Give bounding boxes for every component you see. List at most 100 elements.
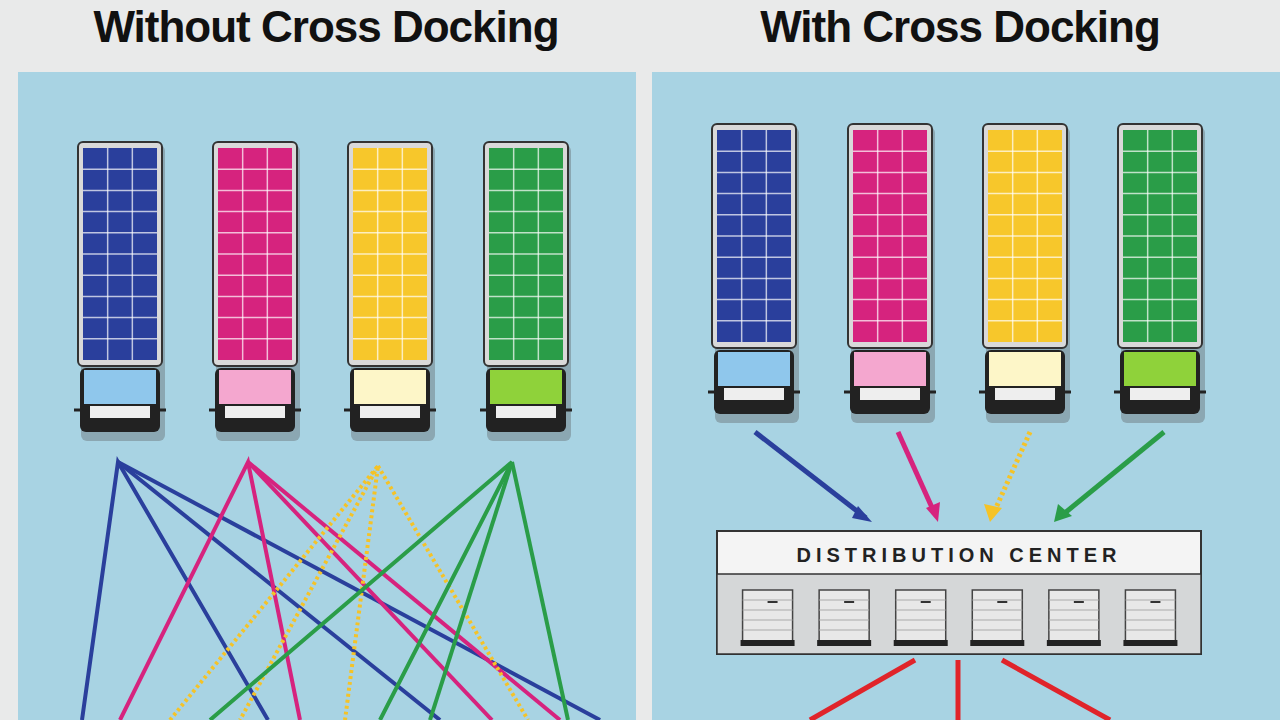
cargo-grid [353,296,427,298]
windshield [90,406,150,418]
trailer-cargo [83,148,157,360]
door-slat [972,620,1022,621]
cargo-grid [988,299,1062,301]
dock-bumper [1047,640,1101,646]
trucks [74,124,1206,441]
cargo-grid [83,232,157,234]
door-slat [972,610,1022,611]
door-slat [972,630,1022,631]
door-slat [972,600,1022,601]
cargo-grid [218,274,292,276]
door-slat [819,610,869,611]
door-slat [743,620,793,621]
windshield [225,406,285,418]
cargo-grid [489,168,563,170]
truck [979,124,1071,423]
cab-roof [490,370,562,404]
truck-shadow [986,127,1070,423]
inbound-arrows [755,432,1164,522]
dock-wall [717,574,1201,654]
truck-trailer [213,142,297,366]
cargo-grid [83,338,157,340]
cargo-grid [988,150,1062,152]
door-slat [896,620,946,621]
door-slat [1125,600,1175,601]
building-wall [717,531,1201,654]
mirror [1200,391,1206,394]
cargo-grid [717,172,791,174]
outbound-routes [810,660,1110,720]
mirror [930,391,936,394]
truck-trailer [712,124,796,348]
truck-shadow [715,127,799,423]
door-slat [1125,630,1175,631]
door-slat [896,610,946,611]
cargo-grid [853,299,927,301]
trailer-cargo [489,148,563,360]
truck-cab [850,350,930,414]
cargo-grid [489,253,563,255]
cargo-grid [853,172,927,174]
cargo-grid [489,296,563,298]
cargo-grid [1123,150,1197,152]
cargo-grid [218,338,292,340]
cargo-grid [353,317,427,319]
door-slat [1125,610,1175,611]
truck-cab [1120,350,1200,414]
cargo-grid [218,317,292,319]
cab-roof [84,370,156,404]
cargo-grid [853,256,927,258]
cargo-grid [717,256,791,258]
cargo-grid [83,274,157,276]
cargo-grid [83,168,157,170]
door-slat [819,620,869,621]
dock-bumper [741,640,795,646]
direct-routes [82,462,600,720]
truck-cab [215,368,295,432]
door-slat [896,600,946,601]
cargo-grid [353,338,427,340]
cargo-grid [353,211,427,213]
truck-shadow [81,145,165,441]
cargo-grid [853,214,927,216]
cargo-grid [1123,193,1197,195]
truck-trailer [983,124,1067,348]
door-slat [1049,610,1099,611]
cargo-grid [988,235,1062,237]
mirror [430,409,436,412]
door-handle [1150,601,1160,603]
cargo-grid [1123,172,1197,174]
right-panel [652,72,1280,720]
cargo-grid [218,168,292,170]
mirror [74,409,80,412]
door-handle [921,601,931,603]
cargo-grid [489,211,563,213]
cargo-grid [489,338,563,340]
mirror [160,409,166,412]
cargo-grid [717,214,791,216]
door-handle [844,601,854,603]
truck-shadow [851,127,935,423]
cargo-grid [988,214,1062,216]
door-slat [819,600,869,601]
trailer-cargo [717,130,791,342]
mirror [844,391,850,394]
windshield [724,388,784,400]
dock-bumper [970,640,1024,646]
mirror [794,391,800,394]
windshield [360,406,420,418]
trailer-cargo [988,130,1062,342]
cab-roof [219,370,291,404]
mirror [295,409,301,412]
windshield [995,388,1055,400]
truck-shadow [487,145,571,441]
truck-shadow [351,145,435,441]
cargo-grid [853,193,927,195]
dock-bumper [894,640,948,646]
cargo-grid [353,190,427,192]
door-slat [743,600,793,601]
cargo-grid [1123,235,1197,237]
cargo-grid [717,235,791,237]
truck-trailer [848,124,932,348]
cargo-grid [83,211,157,213]
